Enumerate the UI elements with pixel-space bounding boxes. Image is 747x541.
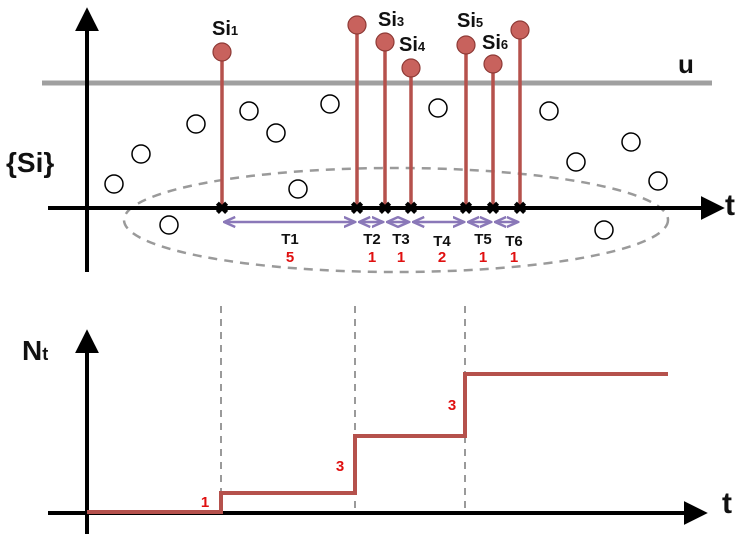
step-label-1: 1 [201,494,209,511]
stem-cross: ✖ [513,199,527,218]
open-point [594,220,614,240]
exceedance-stem: ✖ [456,35,476,218]
interval-name-t5: T5 [474,231,492,248]
open-point [288,179,308,199]
bottom-panel: t Nt 1 3 3 [22,306,732,534]
interval-count-t6: 1 [510,249,518,266]
interval-name-t1: T1 [281,231,299,248]
interval-count-t4: 2 [438,249,446,266]
open-point [621,132,641,152]
stem-head [456,35,476,55]
stem-head [212,42,232,62]
stem-head [347,15,367,35]
non-exceedance-points [104,94,668,240]
exceedance-label-4: Si4 [399,34,426,56]
open-point [266,123,286,143]
exceedance-labels: Si1 Si3 Si4 Si5 Si6 [212,9,508,56]
interval-name-t3: T3 [392,231,410,248]
open-point [104,174,124,194]
interval-count-t3: 1 [397,249,405,266]
interval-count-t1: 5 [286,249,294,266]
stem-head [483,54,503,74]
exceedance-stem: ✖ [375,32,395,218]
stem-cross: ✖ [378,199,392,218]
step-label-3: 3 [448,397,456,414]
stem-cross: ✖ [404,199,418,218]
stem-cross: ✖ [215,199,229,218]
stem-cross: ✖ [350,199,364,218]
counting-step-line [87,372,668,514]
open-point [159,215,179,235]
dashed-guides [220,306,466,512]
set-label: {Si} [6,147,54,178]
open-point [320,94,340,114]
interval-name-t6: T6 [505,233,523,250]
stem-head [510,20,530,40]
exceedance-label-6: Si6 [482,32,508,54]
top-x-axis-label: t [725,189,735,222]
exceedance-stem: ✖ [347,15,367,218]
exceedance-label-3: Si3 [378,9,404,31]
exceedance-stem: ✖ [510,20,530,218]
interval-count-t5: 1 [479,249,487,266]
exceedance-label-5: Si5 [457,10,483,32]
open-point [131,144,151,164]
top-panel: u t {Si} ✖ [6,7,735,274]
exceedance-stem: ✖ [212,42,232,218]
interval-name-t4: T4 [433,233,451,250]
interval-names: T1 T2 T3 T4 T5 T6 [281,231,523,250]
stem-cross: ✖ [459,199,473,218]
open-point [539,101,559,121]
interval-name-t2: T2 [363,231,381,248]
open-point [566,152,586,172]
exceedance-label-1: Si1 [212,18,238,40]
open-point [186,114,206,134]
exceedance-stem: ✖ [483,54,503,218]
open-point [648,171,668,191]
step-label-2: 3 [336,458,344,475]
interval-count-t2: 1 [368,249,376,266]
exceedance-stems: ✖ ✖ ✖ ✖ ✖ [212,15,530,218]
threshold-label: u [678,49,694,79]
stem-head [401,58,421,78]
stem-head [375,32,395,52]
interval-counts: 5 1 1 2 1 1 [286,249,518,266]
open-point [239,101,259,121]
sample-ellipse [122,166,670,274]
bottom-x-axis-label: t [722,487,732,520]
stem-cross: ✖ [486,199,500,218]
bottom-y-axis-label: Nt [22,335,48,366]
open-point [428,98,448,118]
exceedance-stem: ✖ [401,58,421,218]
